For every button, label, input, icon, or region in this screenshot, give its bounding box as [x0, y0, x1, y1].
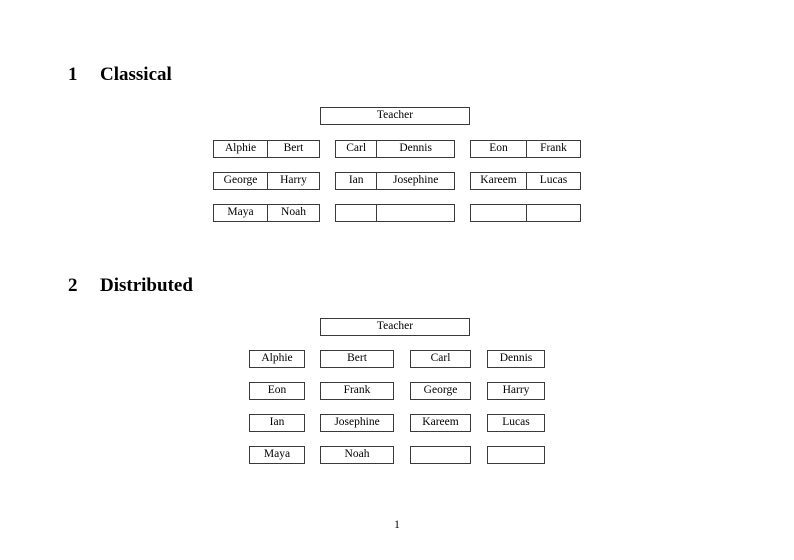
student-cell: Frank	[540, 142, 567, 155]
student-cell: Kareem	[471, 173, 527, 189]
student-cell: Lucas	[539, 174, 568, 187]
student-cell: Carl	[336, 141, 378, 157]
classical-row-box: Kareem Lucas	[470, 172, 581, 190]
student-box: Dennis	[487, 350, 545, 368]
student-cell	[377, 205, 454, 221]
classical-row-box: George Harry	[213, 172, 320, 190]
student-cell: Eon	[471, 141, 527, 157]
student-box: Lucas	[487, 414, 545, 432]
student-box: Eon	[249, 382, 305, 400]
student-box: Frank	[320, 382, 394, 400]
student-box: Kareem	[410, 414, 471, 432]
classical-row-box	[335, 204, 455, 222]
student-cell: Alphie	[214, 141, 268, 157]
student-box: Maya	[249, 446, 305, 464]
section-number: 2	[68, 275, 78, 296]
student-cell: George	[214, 173, 268, 189]
student-box: Bert	[320, 350, 394, 368]
student-cell	[527, 205, 580, 221]
section-title: Distributed	[100, 275, 193, 296]
distributed-teacher-box: Teacher	[320, 318, 470, 336]
classical-row-box: Alphie Bert	[213, 140, 320, 158]
student-cell: Dennis	[399, 142, 432, 155]
student-box: Alphie	[249, 350, 305, 368]
section-title: Classical	[100, 64, 172, 85]
page-number: 1	[394, 519, 400, 531]
student-cell: Noah	[281, 206, 306, 219]
classical-teacher-box: Teacher	[320, 107, 470, 125]
classical-row-box: Eon Frank	[470, 140, 581, 158]
classical-row-box: Ian Josephine	[335, 172, 455, 190]
classical-row-box: Maya Noah	[213, 204, 320, 222]
student-box: Carl	[410, 350, 471, 368]
student-box	[410, 446, 471, 464]
section-number: 1	[68, 64, 78, 85]
student-cell	[336, 205, 378, 221]
student-box: Josephine	[320, 414, 394, 432]
student-cell: Ian	[336, 173, 378, 189]
student-box	[487, 446, 545, 464]
student-box: Ian	[249, 414, 305, 432]
student-box: George	[410, 382, 471, 400]
student-cell: Josephine	[392, 174, 439, 187]
classical-row-box: Carl Dennis	[335, 140, 455, 158]
student-box: Noah	[320, 446, 394, 464]
student-cell: Maya	[214, 205, 268, 221]
student-cell: Harry	[280, 174, 307, 187]
student-cell	[471, 205, 527, 221]
student-box: Harry	[487, 382, 545, 400]
student-cell: Bert	[283, 142, 304, 155]
classical-row-box	[470, 204, 581, 222]
